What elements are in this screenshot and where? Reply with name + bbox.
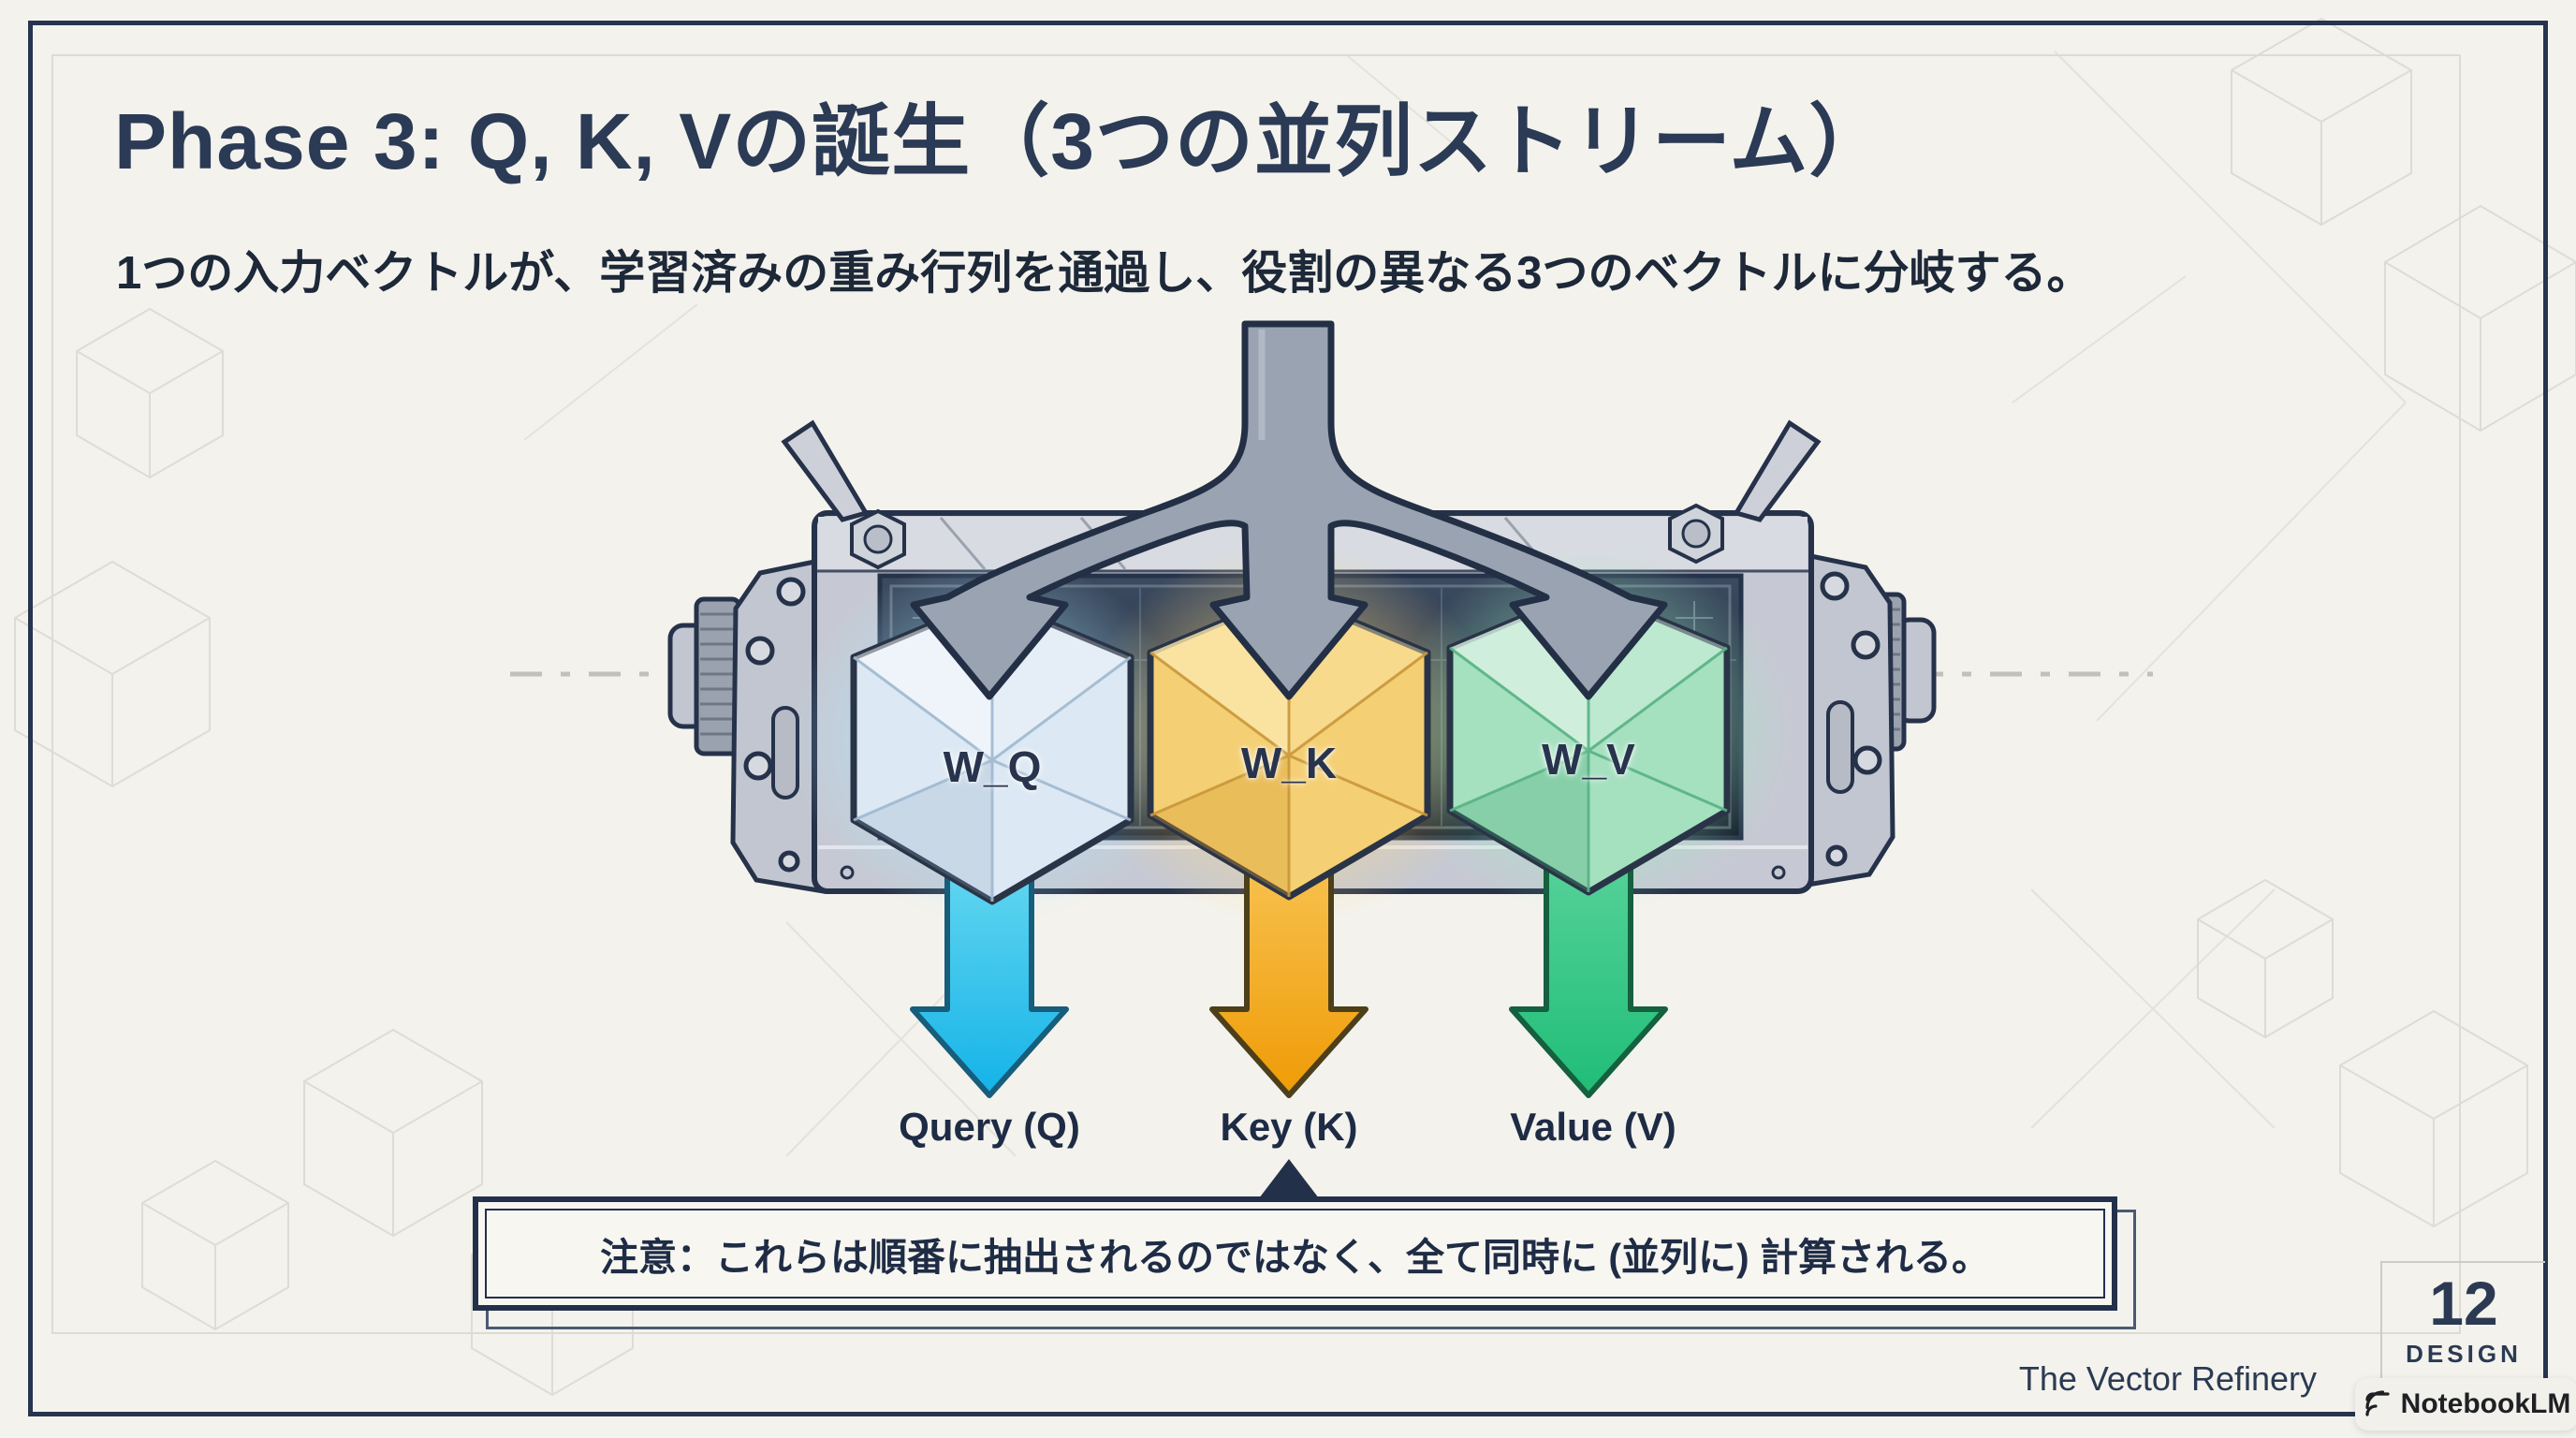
note-callout-inner-border: 注意：これらは順番に抽出されるのではなく、全て同時に (並列に) 計算される。 [485,1209,2105,1299]
weight-label-wq: W_Q [943,742,1042,791]
note-callout: 注意：これらは順番に抽出されるのではなく、全て同時に (並列に) 計算される。 [473,1159,2136,1329]
output-arrow-value [1509,863,1668,1098]
page-subtitle: 1つの入力ベクトルが、学習済みの重み行列を通過し、役割の異なる3つのベクトルに分… [116,248,2093,299]
hex-bolt-icon [850,508,906,570]
slide-border-frame [28,21,2548,1416]
output-label-value: Value (V) [1510,1105,1676,1149]
input-pipe-trident [910,320,1668,700]
machine-right-gear [1799,550,1937,888]
page-section-label: DESIGN [2406,1340,2522,1368]
page-title: Phase 3: Q, K, Vの誕生（3つの並列ストリーム） [114,97,1889,185]
footer-title: The Vector Refinery [2018,1359,2317,1398]
inner-hairline-frame [51,54,2461,1334]
output-label-query: Query (Q) [899,1105,1080,1149]
note-pointer-triangle [1259,1159,1319,1198]
notebooklm-label: NotebookLM [2400,1388,2571,1419]
notebooklm-watermark: NotebookLM [2355,1378,2576,1431]
output-arrow-key [1209,863,1368,1098]
output-arrow-query [910,863,1069,1098]
hex-bolt-icon [1668,503,1724,565]
page-number-box: 12 DESIGN [2380,1261,2545,1409]
output-label-key: Key (K) [1220,1105,1358,1149]
note-callout-box: 注意：これらは順番に抽出されるのではなく、全て同時に (並列に) 計算される。 [473,1196,2117,1311]
weight-label-wk: W_K [1240,739,1338,787]
notebooklm-logo-icon [2363,1389,2393,1419]
page-number: 12 [2429,1269,2498,1338]
machine-left-gear [667,556,827,894]
weight-label-wv: W_V [1542,735,1635,784]
note-text: 注意：これらは順番に抽出されるのではなく、全て同時に (並列に) 計算される。 [599,1236,1991,1279]
